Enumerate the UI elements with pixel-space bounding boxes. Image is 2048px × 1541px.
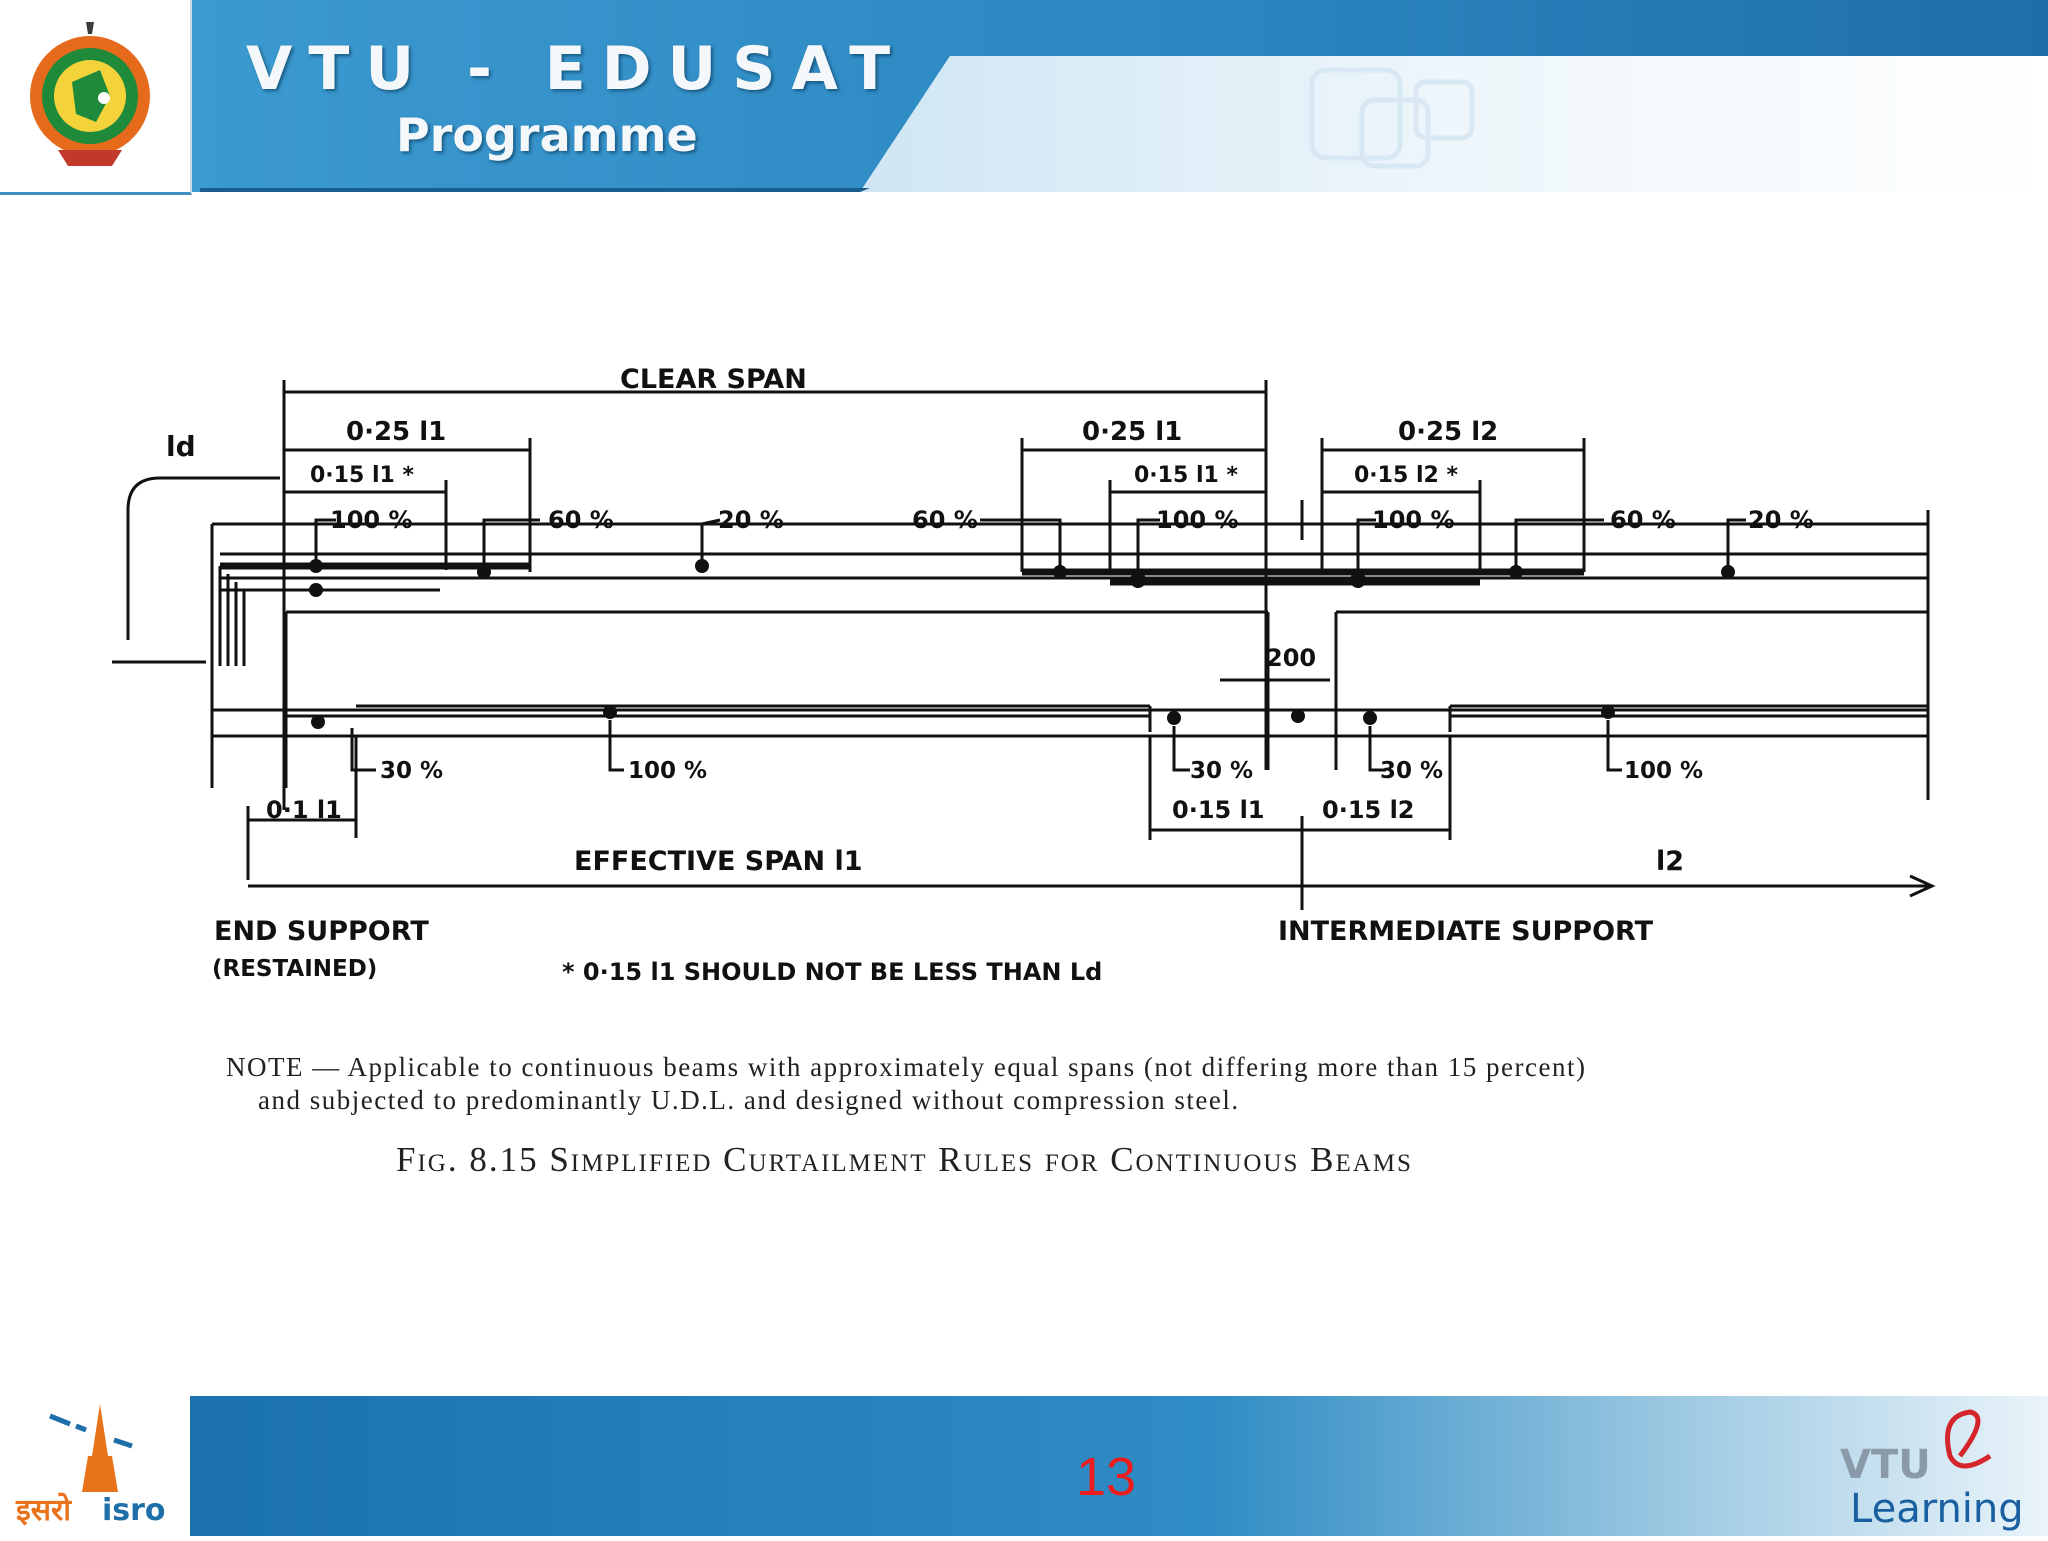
pct-100-c-label: 100 % [1372, 506, 1455, 534]
note-line-1: NOTE — Applicable to continuous beams wi… [226, 1052, 1587, 1082]
size-200-label: 200 [1266, 644, 1316, 672]
pct-30-b-label: 30 % [1190, 758, 1253, 784]
dim-025-l2-label: 0·25 l2 [1398, 417, 1498, 447]
vtu-emblem-icon [30, 22, 150, 166]
brand-vtu-text: VTU [1840, 1442, 1931, 1488]
dim-015-l1-b-label: 0·15 l1 [1172, 796, 1265, 824]
pct-60-c-label: 60 % [1610, 506, 1676, 534]
effective-span-label: EFFECTIVE SPAN l1 [574, 846, 862, 877]
dim-015-l2-label: 0·15 l2 * [1354, 463, 1458, 488]
pct-30-a-label: 30 % [380, 758, 443, 784]
page-number: 13 [1076, 1447, 1137, 1507]
figure-caption: Fig. 8.15 Simplified Curtailment Rules f… [396, 1140, 1413, 1179]
pct-60-a-label: 60 % [548, 506, 614, 534]
pct-20-b-label: 20 % [1748, 506, 1814, 534]
curtailment-diagram: CLEAR SPAN ld 0·25 l1 0·15 l1 * 0·25 l1 … [112, 364, 1936, 986]
note-line-2: and subjected to predominantly U.D.L. an… [258, 1085, 1240, 1115]
isro-logo-box: इसरो isro [0, 1396, 190, 1536]
pct-20-a-label: 20 % [718, 506, 784, 534]
dim-015-l1-right-label: 0·15 l1 * [1134, 463, 1238, 488]
l2-label: l2 [1656, 846, 1684, 877]
dim-025-l1-left-label: 0·25 l1 [346, 417, 446, 447]
end-support-label: END SUPPORT [214, 916, 429, 947]
pct-100-a-label: 100 % [330, 506, 413, 534]
programme-title: VTU - EDUSAT [246, 34, 907, 104]
dim-01-l1-label: 0·1 l1 [266, 796, 342, 824]
restained-label: (RESTAINED) [212, 956, 377, 982]
isro-hindi-text: इसरो [15, 1492, 72, 1528]
clear-span-label: CLEAR SPAN [620, 364, 807, 395]
programme-subtitle: Programme [396, 108, 698, 162]
vtu-logo-box [0, 0, 192, 195]
dim-025-l1-right-label: 0·25 l1 [1082, 417, 1182, 447]
pct-30-c-label: 30 % [1380, 758, 1443, 784]
footer: इसरो isro VTU Learning 13 [0, 1396, 2048, 1536]
vtu-elearning-logo-icon: VTU Learning [1840, 1409, 2024, 1532]
pct-60-b-label: 60 % [912, 506, 978, 534]
header: VTU - EDUSAT Programme [0, 0, 2048, 195]
header-banner [190, 0, 2048, 192]
brand-learning-text: Learning [1850, 1486, 2024, 1532]
isro-text: isro [102, 1493, 166, 1528]
footer-banner: VTU Learning [190, 1396, 2048, 1536]
pct-100-e-label: 100 % [1624, 758, 1703, 784]
dim-015-l1-left-label: 0·15 l1 * [310, 463, 414, 488]
ld-label: ld [166, 430, 196, 463]
pct-100-d-label: 100 % [628, 758, 707, 784]
intermediate-support-label: INTERMEDIATE SUPPORT [1278, 916, 1654, 947]
isro-logo-icon: इसरो isro [15, 1404, 166, 1528]
pct-100-b-label: 100 % [1156, 506, 1239, 534]
footnote-label: * 0·15 l1 SHOULD NOT BE LESS THAN Ld [562, 958, 1102, 986]
dim-015-l2-b-label: 0·15 l2 [1322, 796, 1415, 824]
